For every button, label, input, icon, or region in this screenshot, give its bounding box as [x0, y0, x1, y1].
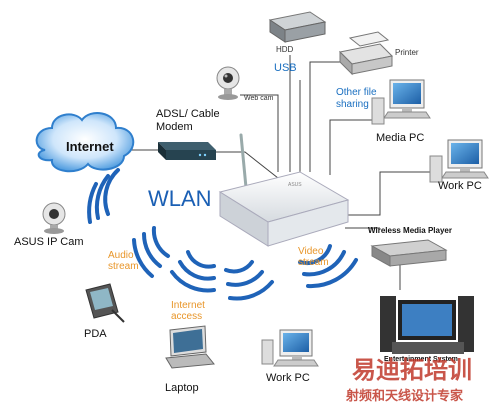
ip-cam-label: ASUS IP Cam [14, 236, 84, 248]
internet-access-label: Internet access [171, 300, 205, 322]
printer-cable [309, 61, 345, 172]
video-label: Video [298, 246, 324, 257]
wireless-waves [87, 168, 358, 301]
usb-label: USB [274, 62, 297, 74]
webcam-label: Web cam [244, 95, 274, 102]
pda-label: PDA [84, 328, 107, 340]
video-stream-label: Video stream [298, 246, 329, 268]
audio-label: Audio [108, 250, 134, 261]
modem-label: Modem [156, 121, 193, 133]
hdd-device [268, 11, 327, 43]
media-pc-label: Media PC [376, 132, 425, 144]
wlan-label: WLAN [148, 186, 212, 211]
entertainment-system [380, 296, 474, 354]
router-brand-text: ASUS [288, 182, 302, 188]
watermark-big: 易迪拓培训 [352, 357, 472, 384]
work-pc-right-cable [335, 171, 440, 216]
internet-access-line2: access [171, 311, 203, 322]
printer-label: Printer [395, 48, 419, 57]
laptop-device [165, 325, 215, 369]
adsl-label: ADSL/ Cable [156, 108, 220, 120]
work-pc-right [429, 139, 489, 183]
internet-label: Internet [66, 139, 114, 154]
laptop-label: Laptop [165, 382, 199, 394]
media-pc [371, 79, 431, 125]
audio-stream-label-line2: stream [108, 261, 139, 272]
work-pc-bottom-label: Work PC [266, 372, 310, 384]
webcam-cable [240, 94, 279, 172]
modem-router-cable [215, 151, 279, 179]
adsl-modem [158, 142, 216, 160]
video-stream-label-line2: stream [298, 257, 329, 268]
other-file-label: Other file [336, 87, 377, 98]
entertainment-system-label: Entertainment System [384, 356, 458, 363]
sharing-label: sharing [336, 99, 369, 110]
printer-device [338, 31, 394, 76]
asus-ip-cam [42, 202, 66, 234]
watermark-small: 射频和天线设计专家 [346, 388, 464, 403]
internet-access-line1: Internet [171, 300, 205, 311]
pda-device [85, 283, 125, 323]
internet-cloud [35, 112, 135, 173]
work-pc-right-label: Work PC [438, 180, 482, 192]
wireless-router: ASUS [218, 133, 350, 247]
work-pc-bottom [261, 329, 319, 367]
audio-stream-label: Audio stream [108, 250, 139, 272]
cable-lines [130, 55, 440, 290]
media-pc-cable [329, 119, 372, 175]
wireless-media-player [370, 239, 448, 267]
web-cam [216, 66, 240, 100]
hdd-label: HDD [276, 45, 294, 54]
wireless-media-player-label: Wireless Media Player [368, 226, 452, 235]
